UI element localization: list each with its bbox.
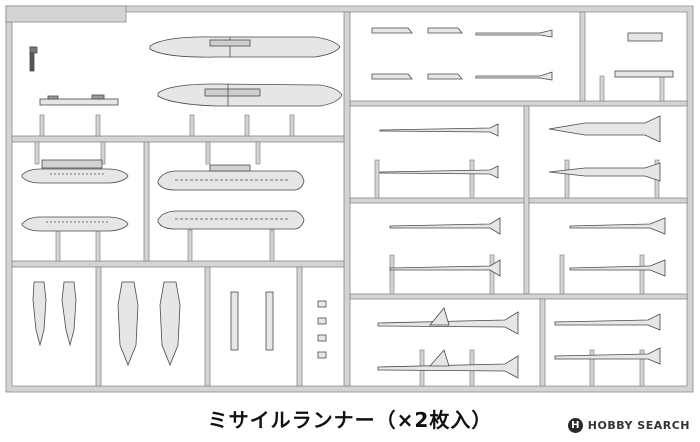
gun-pod-lower (21, 216, 129, 232)
launcher-rail-part (39, 98, 119, 106)
gun-pod-upper (21, 168, 129, 184)
rail-small (627, 32, 663, 42)
fin-large-1 (429, 307, 450, 326)
rail-part-a (230, 291, 239, 351)
fin-set-4 (427, 73, 463, 80)
divider-right-v-top (579, 11, 586, 102)
divider-right-v-bot (539, 298, 546, 387)
small-missile-1 (475, 29, 553, 38)
sprue-parts (21, 27, 674, 379)
missile-long-2 (377, 355, 519, 379)
hobby-search-logo-icon: H (567, 417, 583, 433)
rail-small-2 (614, 70, 674, 78)
divider-left-v-row3c (296, 266, 303, 387)
rail-part-b (265, 291, 274, 351)
watermark-text: HOBBY SEARCH (587, 418, 690, 432)
fin-set-3 (371, 73, 413, 80)
missile-large-1 (548, 115, 661, 143)
pylon-half-a (32, 281, 47, 347)
missile-aim7-3 (569, 217, 666, 235)
watermark: H HOBBY SEARCH (567, 414, 690, 436)
missile-aim7-4 (569, 259, 666, 277)
fin-set-1 (371, 27, 413, 34)
divider-vertical-main (343, 11, 351, 387)
divider-left-v-row3b (204, 266, 211, 387)
missile-right-2 (554, 347, 661, 365)
fin-large-2 (429, 349, 450, 367)
divider-right-h2 (349, 197, 688, 204)
missile-aim7-1 (389, 217, 501, 235)
divider-right-h3 (349, 293, 688, 300)
pylon-half-b (61, 281, 77, 347)
missile-right-1 (554, 313, 661, 331)
divider-left-h2 (11, 260, 345, 268)
divider-right-v-mid (523, 105, 530, 295)
small-missile-2 (475, 71, 553, 81)
divider-left-v-row2 (143, 141, 150, 262)
missile-aim9-2 (379, 165, 499, 179)
missile-aim9-1 (379, 123, 499, 137)
drop-tank-upper (149, 36, 341, 58)
fin-set-2 (427, 27, 463, 34)
frame-tab (5, 5, 127, 23)
runner-sheet (5, 5, 694, 393)
missile-large-2 (548, 162, 661, 182)
missile-aim7-2 (389, 259, 501, 277)
divider-left-h1 (11, 135, 345, 143)
pylon-large-a (117, 281, 139, 367)
pylon-large-b (159, 281, 181, 367)
runner-caption: ミサイルランナー（×2枚入） (207, 408, 493, 432)
divider-left-v-row3a (95, 266, 102, 387)
pod-long-lower (157, 210, 305, 230)
pod-long-upper (157, 170, 305, 191)
runner-frame (5, 5, 694, 393)
divider-right-h1 (349, 100, 688, 107)
